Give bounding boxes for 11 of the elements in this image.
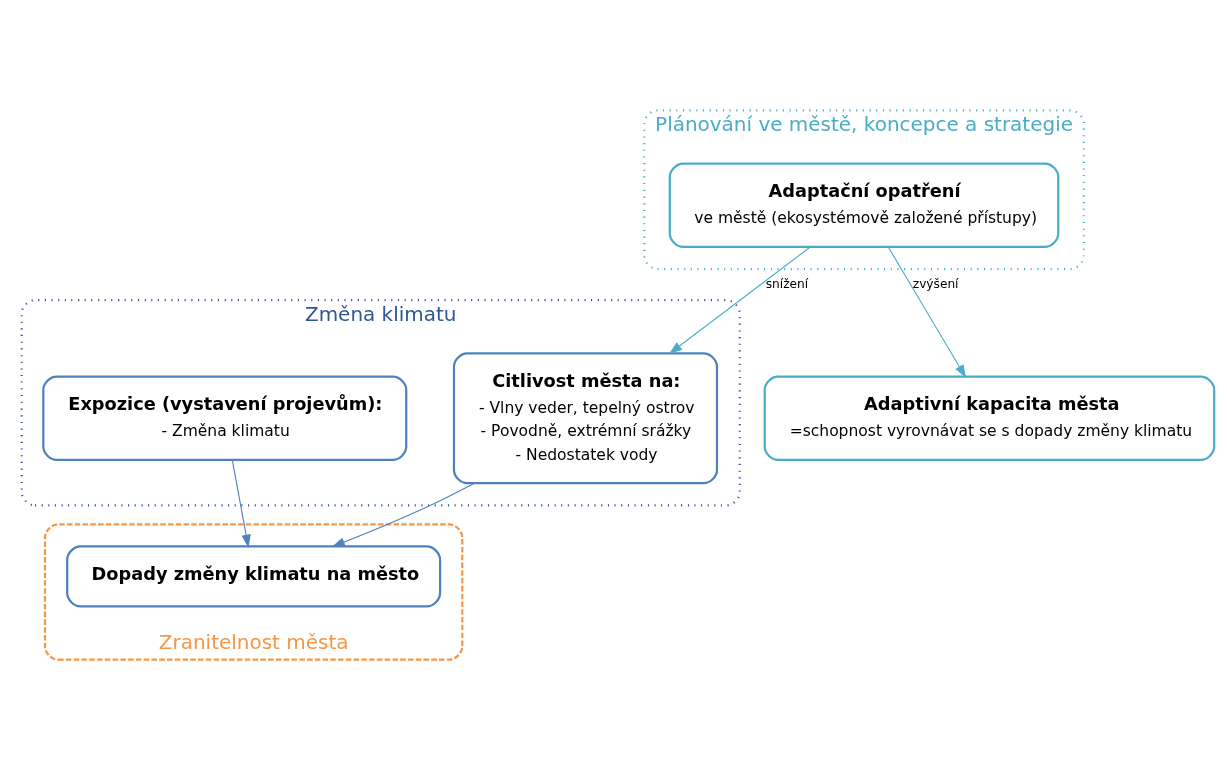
- edge-label: zvýšení: [912, 276, 959, 291]
- node-box: Citlivost města na: - Vlny veder, tepelný ostrov - Povodně, extrémní srážky - Nedostatek vody: [452, 351, 719, 484]
- edge-label: snížení: [765, 276, 809, 291]
- node-box: Expozice (vystavení projevům): - Změna klimatu: [42, 375, 408, 461]
- node-box: Adaptivní kapacita města =schopnost vyrovnávat se s dopady změny klimatu: [763, 375, 1216, 461]
- node-box: Dopady změny klimatu na město: [66, 544, 442, 607]
- node-box: Adaptační opatření ve městě (ekosystémově založené přístupy): [668, 162, 1060, 248]
- arrow: [668, 245, 811, 354]
- arrow: [887, 245, 967, 378]
- arrow: [231, 458, 251, 548]
- arrow: [331, 482, 475, 547]
